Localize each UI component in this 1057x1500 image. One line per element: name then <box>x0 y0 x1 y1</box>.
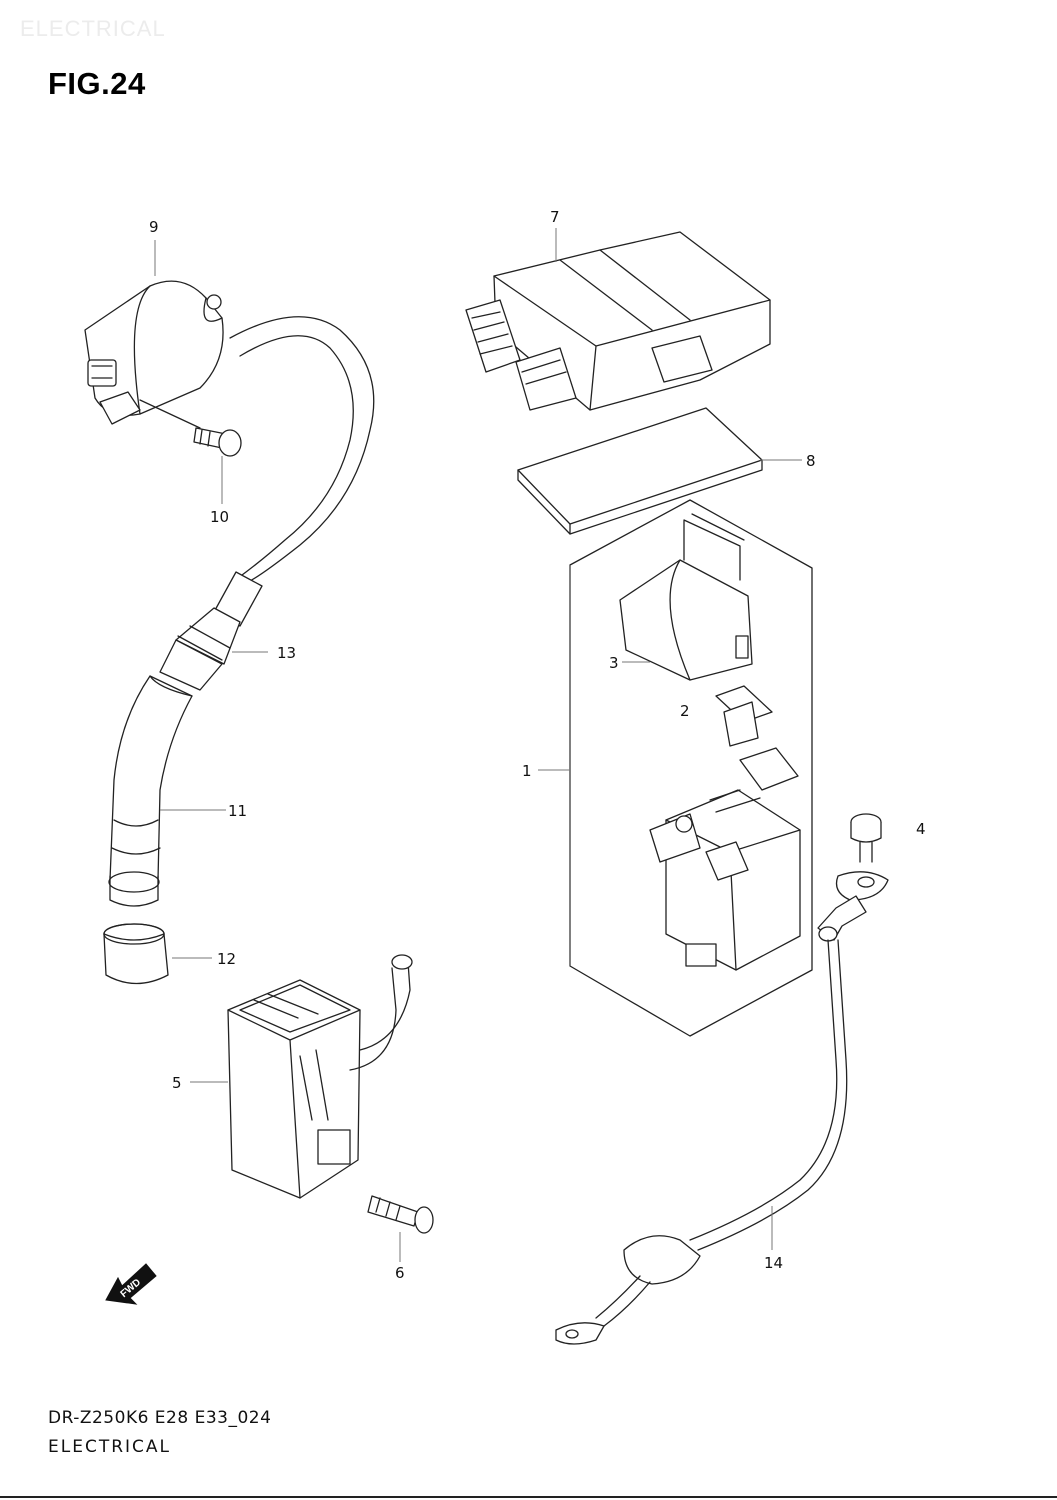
callout-12: 12 <box>217 950 236 968</box>
callout-7: 7 <box>550 208 560 226</box>
callout-14: 14 <box>764 1254 783 1272</box>
plug-lead <box>229 316 375 583</box>
callout-2: 2 <box>680 702 690 720</box>
lead-connector-part-13 <box>159 571 263 691</box>
callout-4: 4 <box>916 820 926 838</box>
regulator-part-5 <box>227 954 413 1199</box>
diagram-code: DR-Z250K6 E28 E33_024 <box>48 1408 272 1428</box>
cdi-unit-part-7 <box>465 231 771 411</box>
regulator-bolt-part-6 <box>367 1195 434 1234</box>
cushion-pad-part-8 <box>517 407 763 535</box>
fuse-part-2 <box>715 685 773 747</box>
terminal-bolt-part-4 <box>835 813 889 901</box>
relay-cover-part-3 <box>619 513 753 681</box>
coil-bolt-part-10 <box>193 427 242 457</box>
callout-6: 6 <box>395 1264 405 1282</box>
ignition-coil-part-9 <box>84 280 224 429</box>
starter-relay <box>649 747 801 971</box>
callout-3: 3 <box>609 654 619 672</box>
callout-11: 11 <box>228 802 247 820</box>
seal-ring-part-12 <box>103 923 169 985</box>
watermark-title: ELECTRICAL <box>20 16 166 41</box>
callout-1: 1 <box>522 762 532 780</box>
figure-title: FIG.24 <box>48 66 146 101</box>
bottom-border <box>0 1496 1057 1498</box>
section-name: ELECTRICAL <box>48 1437 172 1457</box>
leader-lines <box>154 228 802 1262</box>
callout-numbers: 9 10 13 11 12 5 6 7 8 3 2 1 4 14 <box>149 208 926 1282</box>
callout-8: 8 <box>806 452 816 470</box>
callout-13: 13 <box>277 644 296 662</box>
callout-5: 5 <box>172 1074 182 1092</box>
callout-10: 10 <box>210 508 229 526</box>
callout-9: 9 <box>149 218 159 236</box>
battery-lead-part-14 <box>555 895 867 1345</box>
plug-cap-part-11 <box>108 675 193 907</box>
fwd-arrow-icon: FWD <box>105 1263 157 1305</box>
